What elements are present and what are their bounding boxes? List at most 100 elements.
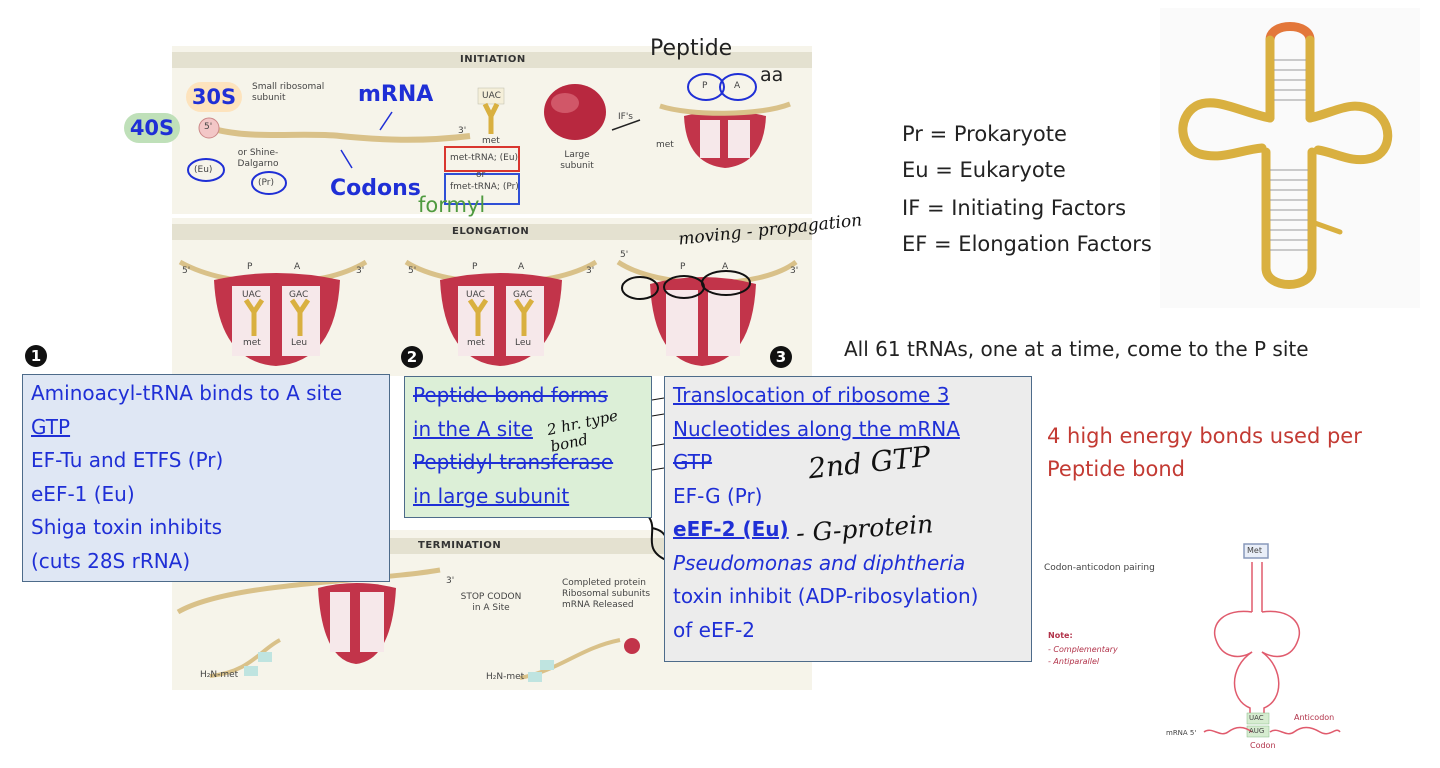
- released-subunit: [624, 638, 640, 654]
- uac-anticodon-box: [1246, 712, 1270, 725]
- initiation-mrna: [209, 125, 471, 143]
- termination-peptide-1: [209, 638, 281, 678]
- codon-word: Codon: [1250, 741, 1276, 750]
- elong3-a: A: [722, 262, 729, 272]
- elong2-5prime: 5': [408, 266, 417, 276]
- box1-line-3: EF-Tu and ETFS (Pr): [31, 448, 224, 472]
- elong1-gac: GAC: [289, 290, 309, 300]
- pr-tag: (Pr): [258, 178, 274, 188]
- large-subunit-sphere: [544, 84, 606, 140]
- three-prime-initiation: 3': [458, 126, 467, 136]
- box1-line-1: Aminoacyl-tRNA binds to A site: [31, 381, 343, 405]
- badge-3: 3: [770, 346, 792, 368]
- codon-aug: AUG: [1249, 727, 1265, 735]
- termination-ribosome: [176, 567, 441, 664]
- elong2-met: met: [467, 338, 485, 348]
- codon-anticodon-title: Codon-anticodon pairing: [1044, 563, 1155, 573]
- initiation-header: INITIATION: [460, 54, 526, 65]
- a-site-label: A: [734, 81, 741, 91]
- elongation-ribosome-1: [178, 259, 368, 366]
- completed-label: Completed protein Ribosomal subunits mRN…: [562, 578, 651, 610]
- note-box-aminoacyl: Aminoacyl-tRNA binds to A site GTP EF-Tu…: [22, 374, 390, 582]
- legend-prokaryote: Pr = Prokaryote: [902, 122, 1067, 146]
- box3-line-8: of eEF-2: [673, 617, 756, 642]
- codon-note-complementary: - Complementary: [1048, 645, 1118, 654]
- elong2-p: P: [472, 262, 478, 272]
- elong2-3prime: 3': [586, 266, 595, 276]
- termination-3prime: 3': [446, 576, 455, 586]
- eu-circle: [187, 158, 225, 182]
- box3-line-2: Nucleotides along the mRNA: [673, 416, 960, 441]
- elong2-leu: Leu: [515, 338, 532, 348]
- codon-note-label: Note:: [1048, 631, 1073, 640]
- trna-base-pairs: [1270, 59, 1308, 251]
- leu-box-2: [528, 672, 542, 682]
- ifs-arrow: [611, 119, 641, 131]
- label-40s: 40S: [124, 113, 180, 143]
- initiation-trna: [482, 102, 500, 134]
- box3-line-5: eEF-2 (Eu): [673, 517, 789, 541]
- elong2-a: A: [518, 262, 525, 272]
- trna-uac-box: [477, 87, 505, 105]
- box3-line-3: GTP: [673, 450, 713, 474]
- energy-note-line-1: 4 high energy bonds used per: [1047, 424, 1362, 448]
- trna-cloverleaf: [1178, 22, 1393, 289]
- h2n-met-2: H₂N-met: [486, 672, 525, 682]
- p-site-circle: [687, 73, 725, 101]
- label-30s: 30S: [186, 82, 242, 112]
- peptide-label: Peptide: [650, 36, 733, 61]
- box3-line-6: Pseudomonas and diphtheria: [673, 550, 966, 575]
- elong1-a: A: [294, 262, 301, 272]
- fmet-trna-pr: fmet-tRNA; (Pr): [450, 182, 519, 192]
- or-word: or: [476, 170, 486, 180]
- cap-5prime: [198, 117, 220, 139]
- large-subunit-label: Large subunit: [560, 150, 594, 171]
- legend-eukaryote: Eu = Eukaryote: [902, 158, 1066, 182]
- eu-tag: (Eu): [194, 165, 213, 175]
- trna-p-site-note: All 61 tRNAs, one at a time, come to the…: [844, 337, 1309, 361]
- codon-mrna-strand: [1203, 726, 1341, 735]
- elong3-5prime: 5': [620, 250, 629, 260]
- elong2-uac: UAC: [466, 290, 485, 300]
- hand-leader-lines: [651, 397, 665, 471]
- box2-line-4: in large subunit: [413, 483, 570, 508]
- termination-header: TERMINATION: [418, 540, 502, 551]
- a-site-circle: [719, 73, 757, 101]
- fmet-trna-box: [444, 173, 520, 205]
- pr-circle: [251, 171, 287, 195]
- met-label: met: [482, 136, 500, 146]
- codons-arrow: [340, 149, 353, 169]
- box3-line-4: EF-G (Pr): [673, 483, 763, 508]
- codon-uac: UAC: [1249, 714, 1264, 722]
- p-site-label: P: [702, 81, 708, 91]
- sphere-highlight: [551, 93, 579, 113]
- codon-mrna-label: mRNA 5': [1166, 729, 1197, 737]
- box2-line-3: Peptidyl transferase: [413, 450, 614, 474]
- badge-2: 2: [401, 346, 423, 368]
- elong1-3prime: 3': [356, 266, 365, 276]
- lys-box-2: [540, 660, 554, 670]
- mrna-arrow: [379, 111, 393, 131]
- initiation-mrna-2: [659, 101, 791, 116]
- box1-line-2: GTP: [31, 414, 71, 439]
- or-shine-dalgarno: or Shine- Dalgarno: [237, 148, 279, 169]
- lys-box-1: [258, 652, 272, 662]
- elongation-header: ELONGATION: [452, 226, 530, 237]
- mrna-label: mRNA: [358, 82, 434, 107]
- leu-box-1: [244, 666, 258, 676]
- codon-met-label: Met: [1247, 546, 1262, 555]
- elong1-uac: UAC: [242, 290, 261, 300]
- box2-line-1: Peptide bond forms: [413, 383, 608, 407]
- box3-line-7: toxin inhibit (ADP-ribosylation): [673, 584, 979, 608]
- five-prime-initiation: 5': [204, 122, 213, 132]
- small-subunit-label: Small ribosomal subunit: [252, 82, 325, 103]
- elongation-ribosome-3: [616, 259, 798, 366]
- elong1-5prime: 5': [182, 266, 191, 276]
- met-trna-box: [444, 146, 520, 172]
- elong3-p: P: [680, 262, 686, 272]
- legend-elongation-factors: EF = Elongation Factors: [902, 232, 1152, 256]
- initiation-ribosome-inner: [700, 120, 750, 158]
- met-trna-eu: met-tRNA; (Eu): [450, 153, 519, 163]
- aa-label: aa: [760, 64, 784, 86]
- elong2-gac: GAC: [513, 290, 533, 300]
